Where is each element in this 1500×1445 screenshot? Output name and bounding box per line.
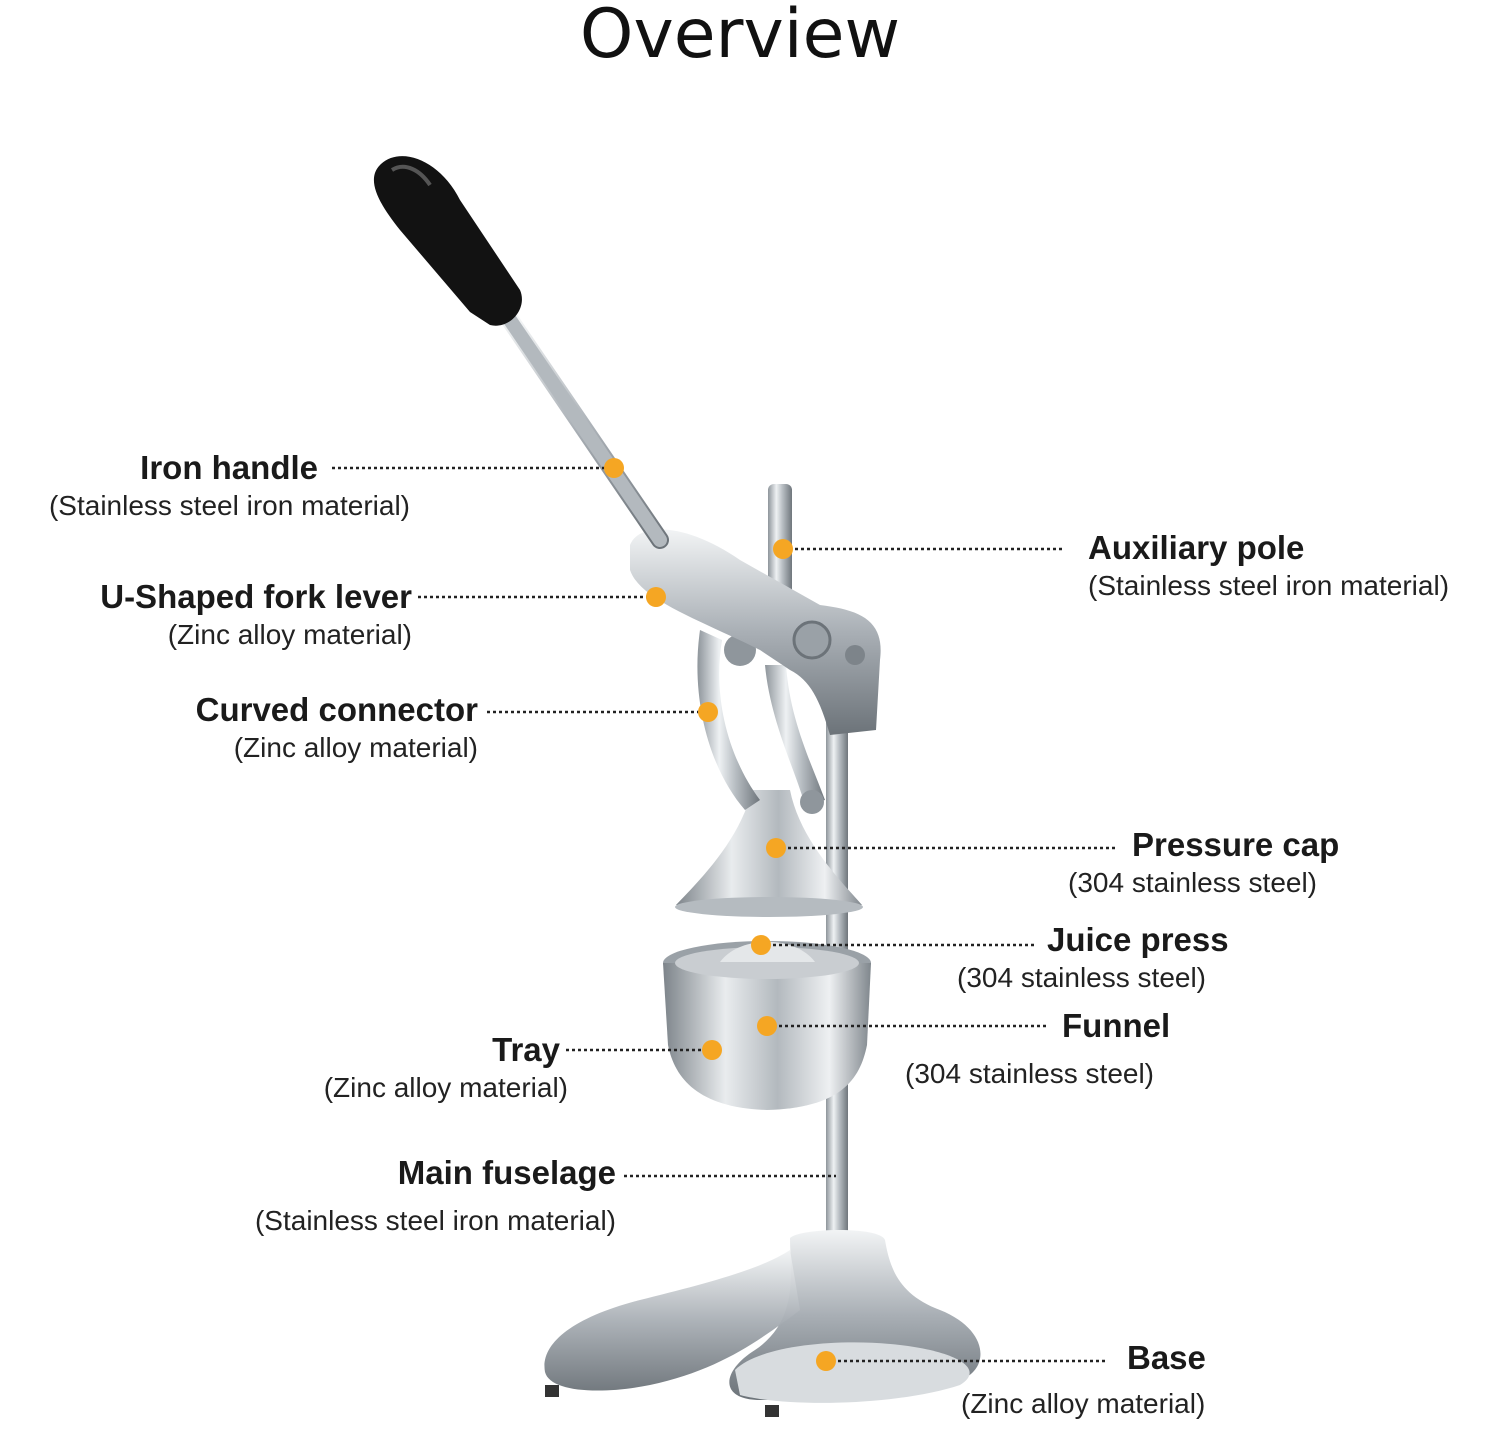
- label-tray: Tray (Zinc alloy material): [0, 1030, 568, 1106]
- label-base: Base (Zinc alloy material): [961, 1338, 1261, 1422]
- marker-auxiliary-pole: [773, 539, 793, 559]
- part-material: (Zinc alloy material): [233, 732, 478, 763]
- label-curved-connector: Curved connector (Zinc alloy material): [0, 690, 478, 766]
- part-name: U-Shaped fork lever: [100, 578, 412, 615]
- part-material: (Zinc alloy material): [323, 1072, 568, 1103]
- label-auxiliary-pole: Auxiliary pole (Stainless steel iron mat…: [1088, 528, 1498, 604]
- marker-funnel: [757, 1016, 777, 1036]
- part-name: Iron handle: [140, 449, 318, 486]
- base-shape: [544, 1230, 981, 1417]
- part-name: Tray: [492, 1031, 560, 1068]
- part-material: (Zinc alloy material): [961, 1388, 1206, 1419]
- funnel-cup: [663, 941, 871, 1110]
- part-material: (304 stainless steel): [905, 1058, 1155, 1089]
- part-material: (Stainless steel iron material): [48, 490, 410, 521]
- marker-juice-press: [751, 935, 771, 955]
- label-juice-press: Juice press (304 stainless steel): [957, 920, 1257, 996]
- page-title: Overview: [579, 0, 901, 74]
- lever-assembly: [630, 529, 881, 814]
- leader-lines: [332, 466, 1115, 1363]
- label-u-fork-lever: U-Shaped fork lever (Zinc alloy material…: [0, 577, 412, 653]
- marker-pressure-cap: [766, 838, 786, 858]
- part-name: Funnel: [1062, 1007, 1171, 1044]
- marker-tray: [702, 1040, 722, 1060]
- part-name: Main fuselage: [397, 1154, 616, 1191]
- part-material: (Stainless steel iron material): [254, 1205, 616, 1236]
- marker-curved-connector: [698, 702, 718, 722]
- part-name: Auxiliary pole: [1088, 529, 1305, 566]
- part-material: (304 stainless steel): [1068, 867, 1318, 898]
- part-name: Base: [1127, 1339, 1206, 1376]
- label-main-fuselage: Main fuselage (Stainless steel iron mate…: [0, 1153, 616, 1239]
- marker-dots: [604, 458, 836, 1371]
- part-name: Curved connector: [195, 691, 478, 728]
- part-name: Juice press: [1047, 921, 1229, 958]
- part-material: (304 stainless steel): [957, 962, 1207, 993]
- marker-base: [816, 1351, 836, 1371]
- label-funnel: Funnel (304 stainless steel): [905, 1006, 1205, 1092]
- label-pressure-cap: Pressure cap (304 stainless steel): [1068, 825, 1368, 901]
- marker-u-fork-lever: [646, 587, 666, 607]
- part-material: (Zinc alloy material): [167, 619, 412, 650]
- part-name: Pressure cap: [1132, 826, 1340, 863]
- handle-grip: [373, 156, 522, 326]
- part-material: (Stainless steel iron material): [1088, 570, 1450, 601]
- marker-iron-handle: [604, 458, 624, 478]
- label-iron-handle: Iron handle (Stainless steel iron materi…: [0, 448, 410, 524]
